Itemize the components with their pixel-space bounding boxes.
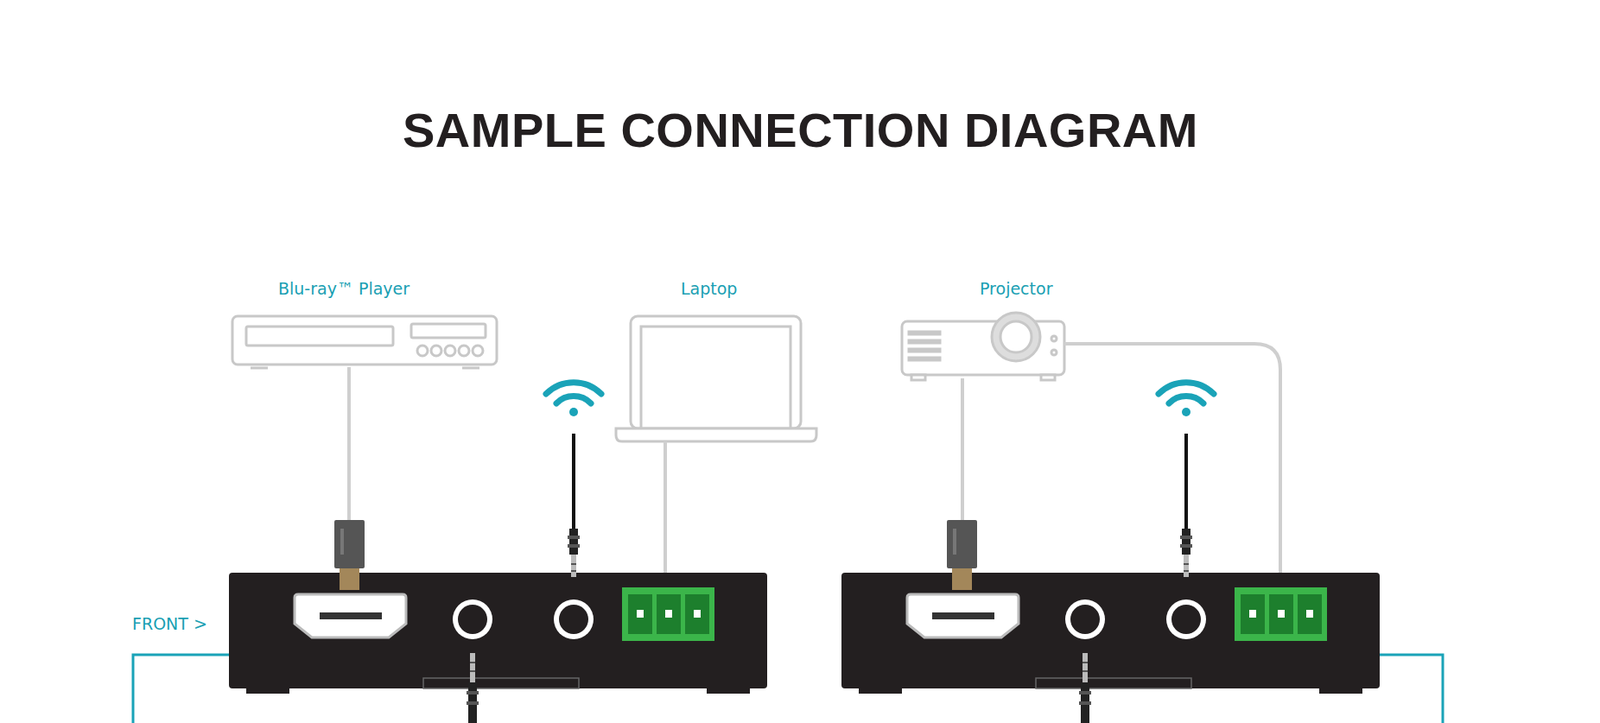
diagram-title: SAMPLE CONNECTION DIAGRAM xyxy=(402,101,1199,159)
device-label: Projector xyxy=(979,279,1053,299)
device-label-node: Blu-ray™ Player xyxy=(273,277,415,300)
device-label-node: Laptop xyxy=(675,277,743,300)
device-label: Blu-ray™ Player xyxy=(278,279,410,299)
device-label-node: Projector xyxy=(974,277,1058,300)
side-label: FRONT > xyxy=(132,614,208,634)
device-label: Laptop xyxy=(680,279,737,299)
